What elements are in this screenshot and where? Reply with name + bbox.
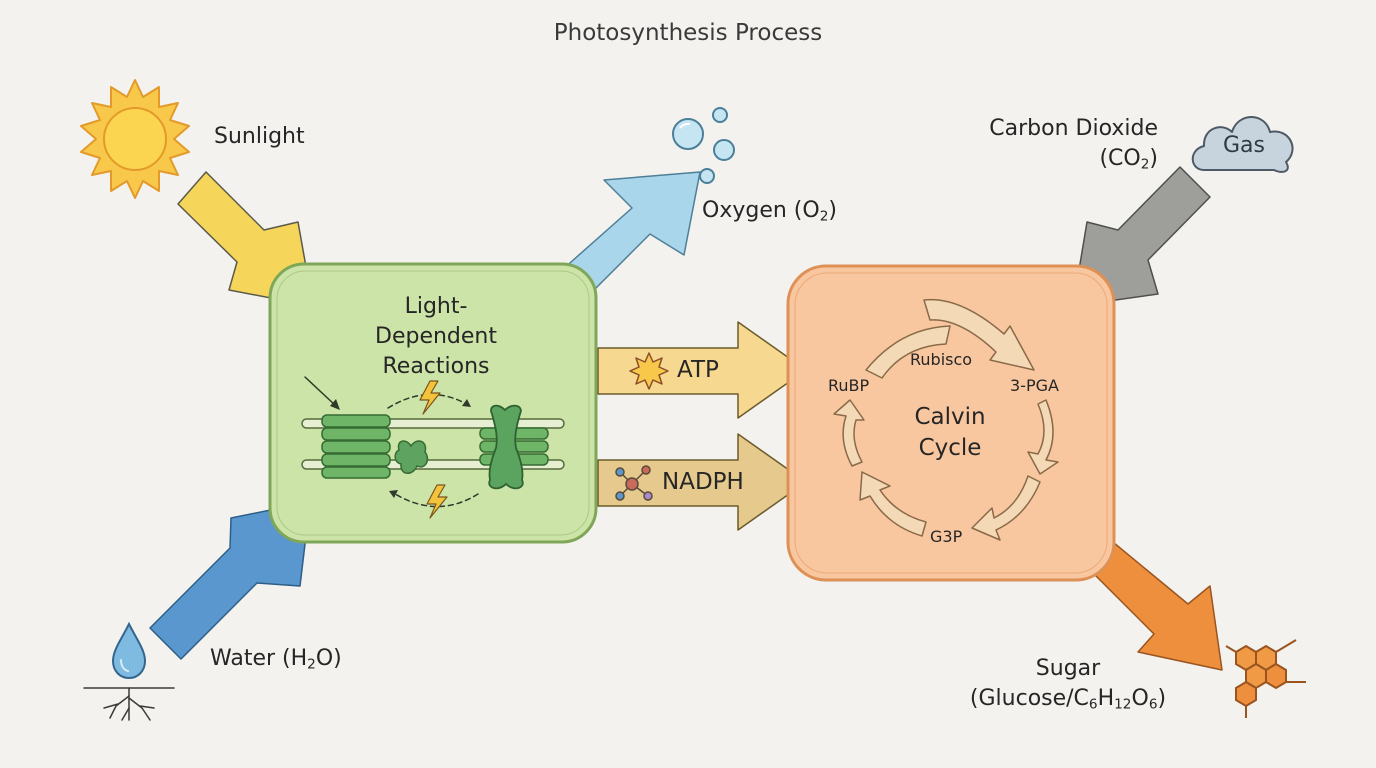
sugar-label: Sugar (Glucose/C6H12O6): [940, 654, 1196, 714]
co2-label-line2: (CO2): [1099, 146, 1158, 173]
rubisco-label: Rubisco: [910, 350, 973, 369]
co2-label: Carbon Dioxide (CO2): [900, 114, 1158, 174]
energy-bolt-icon: [426, 484, 448, 519]
water-label-text: Water (H: [210, 646, 308, 671]
thylakoid-membrane: [301, 376, 565, 519]
cytochrome-icon: [394, 440, 429, 474]
calvin-cycle-line1: Calvin: [914, 404, 986, 430]
energy-bolt-icon: [419, 380, 441, 415]
co2-arrow: [1072, 166, 1211, 307]
calvin-cycle-label: Calvin Cycle: [880, 402, 1020, 464]
rubp-label: RuBP: [828, 376, 870, 395]
calvin-cycle-box: [786, 264, 1116, 582]
roots-icon: [83, 687, 175, 721]
atp-label: ATP: [677, 357, 719, 383]
nadph-arrow: [597, 433, 807, 531]
water-label: Water (H2O): [210, 646, 342, 671]
sunlight-label: Sunlight: [214, 124, 305, 149]
oxygen-label-text: Oxygen (O: [702, 198, 820, 223]
glucose-molecule-icon: [1225, 639, 1306, 718]
water-drop-icon: [111, 621, 147, 680]
photosystem-i-icon: [488, 404, 524, 490]
co2-label-line1: Carbon Dioxide: [989, 116, 1158, 141]
3pga-label: 3-PGA: [1010, 376, 1059, 395]
water-label-end: O): [315, 646, 342, 671]
atp-star-icon: [629, 352, 669, 390]
diagram-title: Photosynthesis Process: [553, 20, 823, 46]
sugar-arrow: [1085, 537, 1223, 671]
water-label-subscript: 2: [307, 656, 316, 673]
oxygen-label-end: ): [828, 198, 837, 223]
sugar-label-line2: (Glucose/C6H12O6): [969, 686, 1167, 713]
light-reactions-line3: Reactions: [382, 354, 490, 379]
photosystem-ii-icon: [321, 414, 391, 479]
calvin-cycle-arrows: [833, 298, 1059, 541]
oxygen-label-subscript: 2: [819, 208, 829, 225]
nadph-label: NADPH: [662, 469, 744, 495]
sugar-label-line1: Sugar: [1035, 656, 1101, 681]
light-reactions-label: Light- Dependent Reactions: [336, 292, 536, 382]
atp-arrow: [597, 321, 807, 419]
oxygen-arrow: [561, 171, 701, 293]
water-arrow: [149, 501, 311, 660]
oxygen-bubbles-icon: [672, 107, 735, 184]
g3p-label: G3P: [930, 527, 963, 546]
light-reactions-line1: Light-: [404, 294, 468, 319]
light-reactions-line2: Dependent: [375, 324, 497, 349]
oxygen-label: Oxygen (O2): [702, 198, 837, 223]
sun-icon: [80, 79, 190, 199]
calvin-cycle-line2: Cycle: [918, 435, 982, 461]
gas-cloud-icon: [1191, 116, 1294, 173]
nadph-molecule-icon: [615, 465, 653, 501]
gas-cloud-label: Gas: [1223, 133, 1265, 158]
